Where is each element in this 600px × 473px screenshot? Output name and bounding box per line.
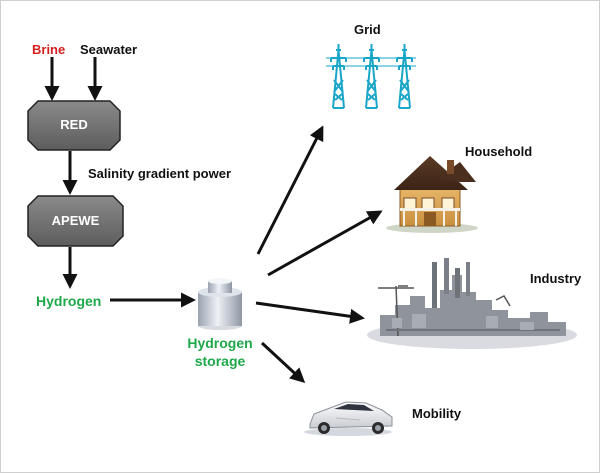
seawater-label: Seawater: [80, 42, 138, 57]
arrow-to-grid: [256, 125, 324, 255]
red-box: [27, 100, 121, 151]
arrow-to-household: [267, 210, 383, 277]
house-icon: [386, 156, 478, 233]
red-box-label: RED: [60, 117, 88, 132]
hydrogen-tank-icon: [198, 278, 242, 330]
industry-label: Industry: [530, 271, 582, 286]
arrow-to-industry: [255, 301, 365, 324]
apewe-box-label: APEWE: [51, 213, 100, 228]
salinity-gradient-label: Salinity gradient power: [88, 166, 232, 181]
arrow-to-mobility: [260, 341, 306, 384]
mobility-label: Mobility: [412, 406, 462, 421]
grid-label: Grid: [354, 22, 381, 37]
household-label: Household: [465, 144, 533, 159]
brine-label: Brine: [32, 42, 66, 57]
apewe-box: [27, 195, 124, 247]
factory-icon: [367, 258, 577, 349]
hydrogen-label: Hydrogen: [36, 293, 102, 309]
power-pylons-icon: [326, 44, 416, 109]
sports-car-icon: [304, 401, 393, 436]
hydrogen-storage-label: Hydrogen storage: [187, 335, 253, 369]
